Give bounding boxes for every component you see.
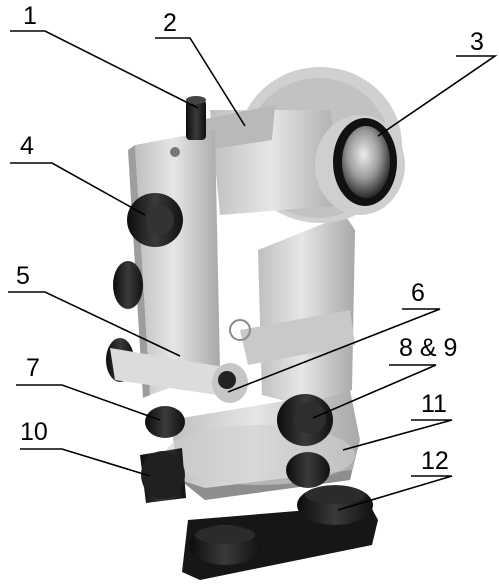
callout-line-10: [20, 448, 151, 477]
lower-tangent-knob: [286, 452, 330, 488]
callout-label-7: 7: [26, 354, 40, 382]
callout-label-8-9: 8 & 9: [399, 334, 458, 362]
callout-label-10: 10: [20, 418, 48, 446]
callout-line-5: [8, 291, 181, 357]
callout-label-11: 11: [421, 390, 447, 418]
callout-line-12: [337, 475, 453, 511]
callout-line-4: [10, 162, 146, 216]
callout-line-8: [312, 364, 437, 419]
level-vial: [110, 348, 248, 403]
callout-label-1: 1: [23, 2, 37, 30]
callout-label-6: 6: [411, 279, 425, 307]
tangent-knob-large: [277, 394, 333, 446]
callout-label-3: 3: [470, 28, 484, 56]
callout-label-5: 5: [16, 262, 30, 290]
tribrach-clamp-knob: [140, 448, 186, 503]
callout-line-3: [377, 55, 498, 137]
callout-label-2: 2: [163, 9, 177, 37]
tribrach-base: [182, 485, 378, 580]
callout-lines: [8, 30, 498, 511]
top-knob: [186, 96, 206, 140]
rear-knob-upper: [113, 261, 143, 309]
clamp-knob: [145, 406, 185, 438]
callout-line-7: [16, 384, 161, 421]
callout-line-6: [227, 308, 441, 393]
focus-knob: [127, 193, 183, 247]
standards: [240, 215, 355, 405]
callout-line-2: [155, 37, 246, 127]
callout-line-11: [342, 419, 453, 451]
lower-housing: [165, 390, 360, 500]
callout-line-1: [10, 30, 199, 109]
callout-label-4: 4: [20, 132, 34, 160]
callout-label-12: 12: [421, 447, 449, 475]
telescope: [200, 105, 405, 215]
